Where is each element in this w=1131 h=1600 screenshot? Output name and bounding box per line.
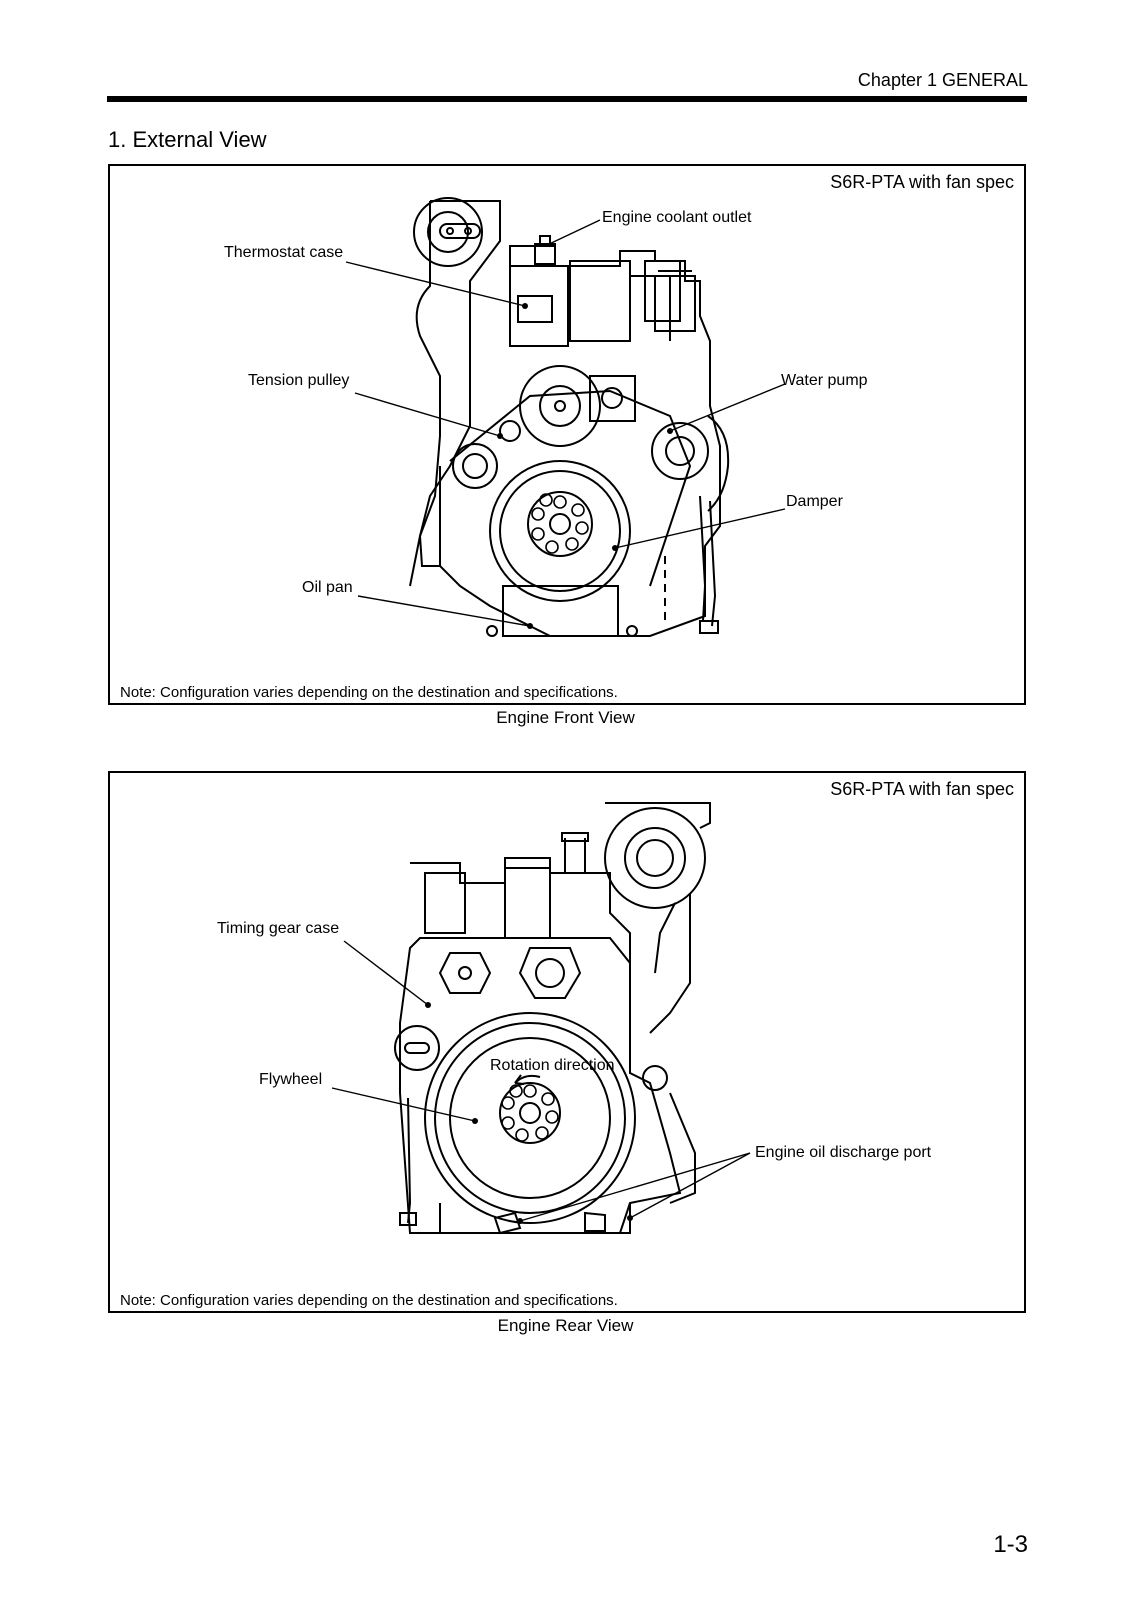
section-title: 1. External View [108, 127, 267, 152]
rear-note: Note: Configuration varies depending on … [120, 1292, 618, 1309]
label-damper: Damper [786, 493, 843, 510]
page-number: 1-3 [993, 1531, 1028, 1558]
rear-spec-label: S6R-PTA with fan spec [830, 779, 1014, 799]
engine-rear-illustration [331, 802, 751, 1235]
rear-view-caption: Engine Rear View [497, 1316, 634, 1335]
label-thermostat-case: Thermostat case [224, 244, 344, 261]
label-flywheel: Flywheel [259, 1071, 323, 1088]
label-engine-coolant-outlet: Engine coolant outlet [602, 209, 752, 226]
rear-view-frame: S6R-PTA with fan spec Timing gear case R… [108, 771, 1026, 1313]
front-note: Note: Configuration varies depending on … [120, 684, 618, 701]
label-timing-gear-case: Timing gear case [217, 920, 340, 937]
front-view-frame: S6R-PTA with fan spec Engine coolant out… [108, 164, 1026, 705]
engine-front-illustration [345, 197, 786, 637]
chapter-header: Chapter 1 GENERAL [857, 70, 1028, 90]
label-water-pump: Water pump [781, 372, 868, 389]
label-engine-oil-discharge-port: Engine oil discharge port [755, 1144, 932, 1161]
front-view-caption: Engine Front View [496, 708, 635, 727]
label-oil-pan: Oil pan [302, 579, 353, 596]
label-tension-pulley: Tension pulley [248, 372, 350, 389]
label-rotation-direction: Rotation direction [490, 1057, 615, 1074]
front-spec-label: S6R-PTA with fan spec [830, 172, 1014, 192]
header-rule [107, 96, 1027, 102]
